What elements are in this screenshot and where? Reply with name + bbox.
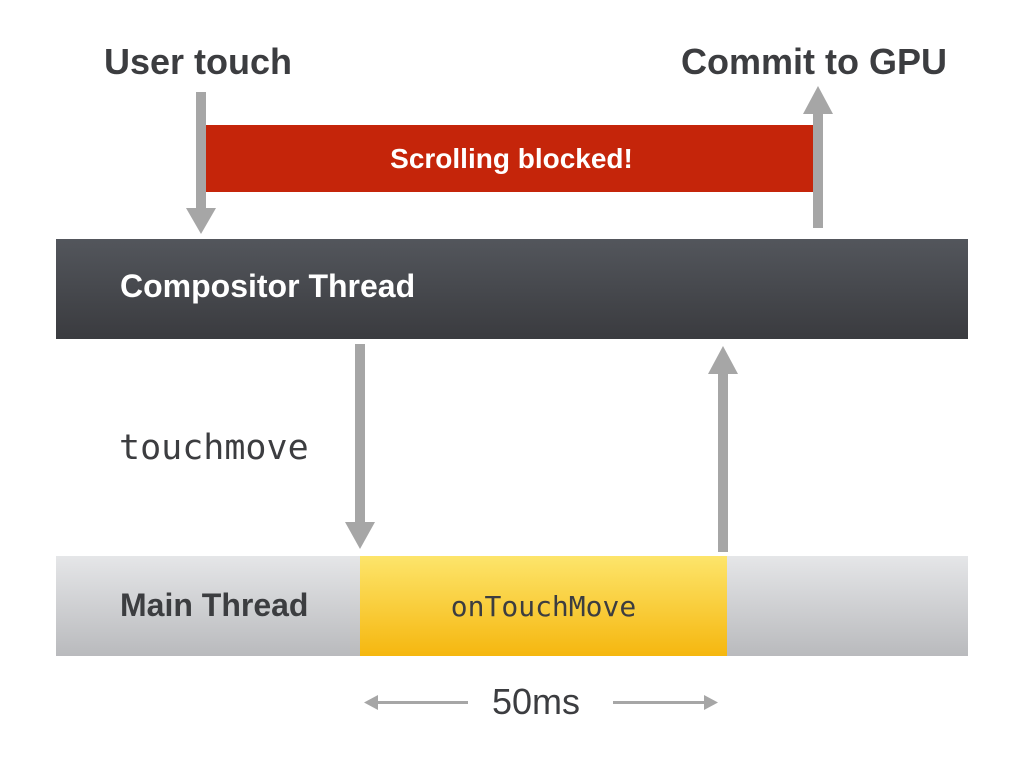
touchmove-down-arrow (345, 344, 375, 549)
commit-up-arrow (803, 86, 833, 228)
compositor-thread-label: Compositor Thread (120, 268, 416, 304)
on-touch-move-handler-block: onTouchMove (360, 556, 727, 656)
scrolling-blocked-label: Scrolling blocked! (390, 142, 633, 174)
handler-label: onTouchMove (450, 589, 637, 623)
duration-left-arrow (364, 695, 468, 710)
duration-right-arrow (613, 695, 718, 710)
scrolling-blocked-bar: Scrolling blocked! (205, 125, 818, 192)
main-thread-label: Main Thread (120, 587, 309, 623)
compositor-thread-bar (56, 239, 968, 339)
user-touch-label: User touch (104, 41, 293, 82)
commit-to-gpu-label: Commit to GPU (681, 41, 947, 82)
user-touch-down-arrow (186, 92, 216, 234)
return-up-arrow (708, 346, 738, 552)
duration-label: 50ms (492, 681, 581, 722)
touchmove-event-label: touchmove (119, 428, 309, 468)
